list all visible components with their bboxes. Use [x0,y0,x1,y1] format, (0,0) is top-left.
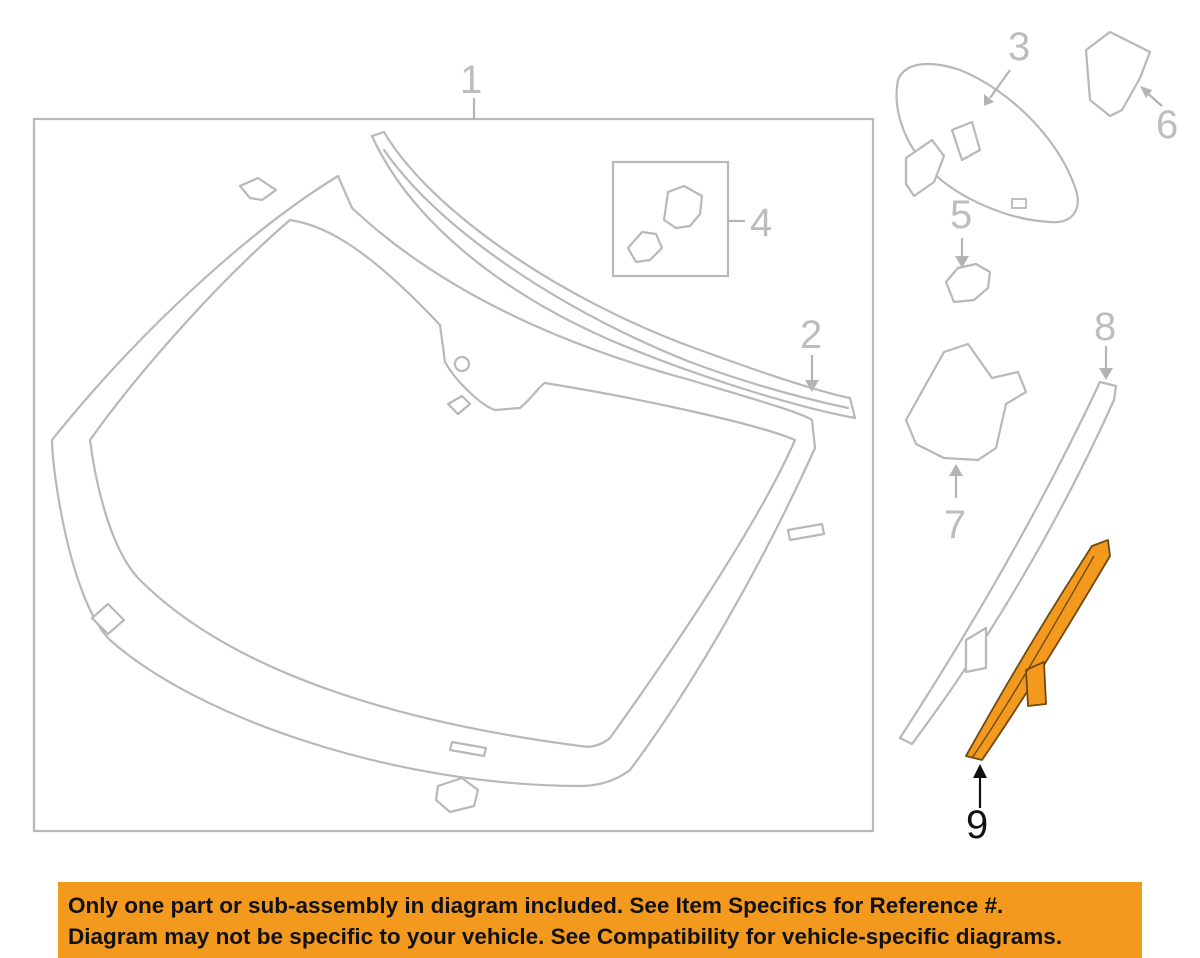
callout-7-arrowhead [949,464,963,476]
pillar-molding-highlighted [965,539,1111,761]
pillar-molding-flange [1025,661,1047,707]
mirror-sensor-window [1011,198,1027,209]
mirror-mount-arm [950,120,982,162]
callout-6: 6 [1156,103,1178,147]
mirror-cover [1084,30,1152,118]
clip-lower-left [90,602,126,636]
callout-9: 9 [966,803,988,847]
clip-right-side [786,522,826,542]
windshield-assembly-frame [32,117,875,833]
callout-3-leader [989,69,1011,99]
callout-8: 8 [1094,305,1116,349]
rain-sensor [944,262,992,304]
callout-6-arrowhead [1140,86,1152,98]
disclaimer-banner: Only one part or sub-assembly in diagram… [58,882,1142,958]
callout-9-arrowhead [973,764,987,778]
bracket-lower [626,230,664,264]
clip-sensor-bracket [446,394,472,416]
bracket-upper [662,184,704,230]
disclaimer-line-2: Diagram may not be specific to your vehi… [68,924,1063,949]
mirror-mount-base [904,138,946,198]
bracket-kit-frame [611,160,730,278]
rearview-mirror [895,63,1079,224]
callout-5: 5 [950,193,972,237]
side-molding [898,380,1118,746]
pillar-molding-edge [971,555,1095,759]
disclaimer-line-1: Only one part or sub-assembly in diagram… [68,893,1004,918]
side-molding-clip [964,626,988,674]
clip-top-left [238,176,278,202]
sensor-mount-hole [453,355,471,373]
reveal-molding-inner-line [382,148,850,410]
callout-2: 2 [800,313,822,357]
callout-7: 7 [944,503,966,547]
windshield-glass-inner [88,218,797,748]
clip-bottom-center [448,740,488,758]
callout-2-arrowhead [805,380,819,392]
spacer-block [434,776,480,814]
windshield-glass-outer [50,174,817,788]
callout-1: 1 [460,58,482,102]
reveal-molding-strip [370,130,857,420]
sensor-cover [904,342,1028,462]
callout-8-arrowhead [1099,368,1113,380]
callout-3: 3 [1008,25,1030,69]
callout-5-arrowhead [955,256,969,268]
callout-3-arrowhead [984,94,994,106]
callout-4: 4 [750,201,772,245]
